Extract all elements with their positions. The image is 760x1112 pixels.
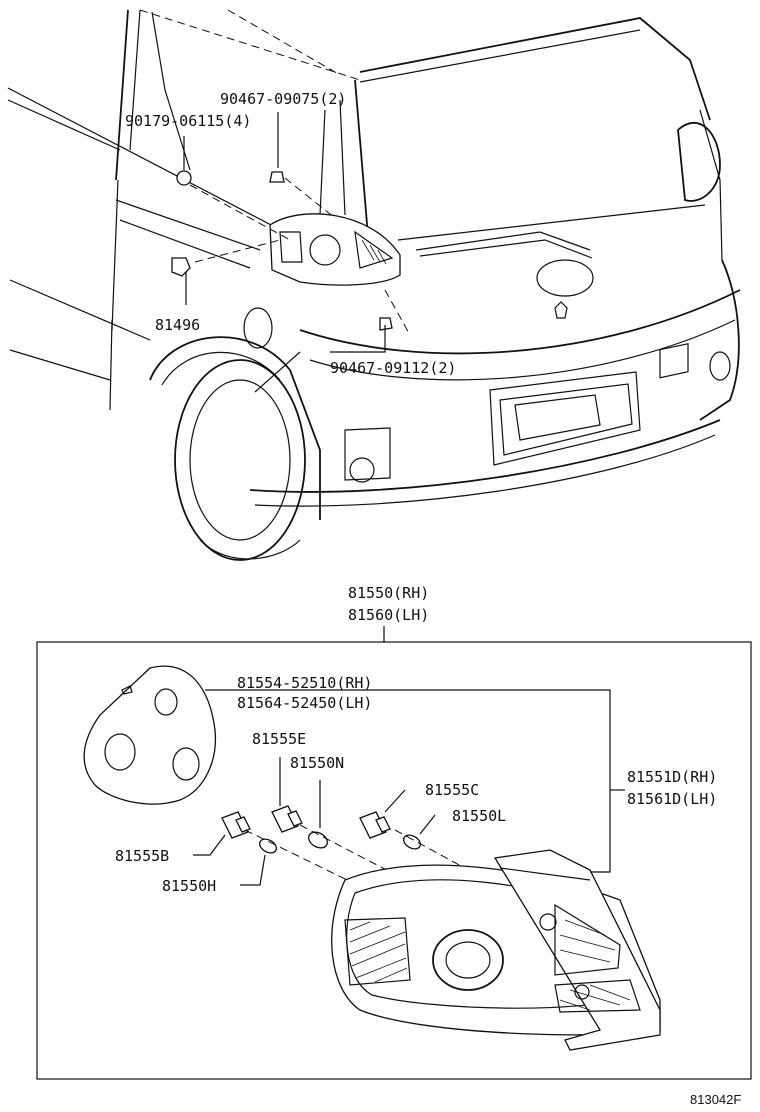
label-81496: 81496: [155, 316, 200, 334]
fastener-icon: [171, 257, 191, 277]
label-90179-06115: 90179-06115(4): [125, 112, 251, 130]
label-81550N: 81550N: [290, 754, 344, 772]
socket-81555B-icon: [221, 811, 251, 839]
label-81555B: 81555B: [115, 847, 169, 865]
socket-81555C-icon: [359, 811, 391, 839]
label-gasket-rh: 81554-52510(RH): [237, 674, 372, 692]
assembly-frame: [36, 641, 752, 1080]
label-81555C: 81555C: [425, 781, 479, 799]
label-lamp-assy-lh: 81560(LH): [348, 606, 429, 624]
clip-icon: [269, 171, 285, 183]
label-lamp-assy-rh: 81550(RH): [348, 584, 429, 602]
label-81550H: 81550H: [162, 877, 216, 895]
label-81550L: 81550L: [452, 807, 506, 825]
bulb-81550L-icon: [402, 834, 422, 850]
nut-icon: [176, 170, 192, 186]
clip-icon: [379, 317, 393, 331]
exploded-view: [83, 665, 661, 1051]
lens-housing-icon: [331, 849, 661, 1051]
bulb-81550H-icon: [258, 838, 278, 854]
label-90467-09075: 90467-09075(2): [220, 90, 346, 108]
label-lens-rh: 81551D(RH): [627, 768, 717, 786]
socket-81555E-icon: [271, 805, 303, 833]
label-gasket-lh: 81564-52450(LH): [237, 694, 372, 712]
bulb-81550N-icon: [308, 831, 328, 849]
label-81555E: 81555E: [252, 730, 306, 748]
vehicle-rear-illustration: [7, 9, 741, 561]
label-90467-09112: 90467-09112(2): [330, 359, 456, 377]
gasket-icon: [83, 665, 217, 805]
diagram-code: 813042F: [690, 1092, 741, 1107]
label-lens-lh: 81561D(LH): [627, 790, 717, 808]
